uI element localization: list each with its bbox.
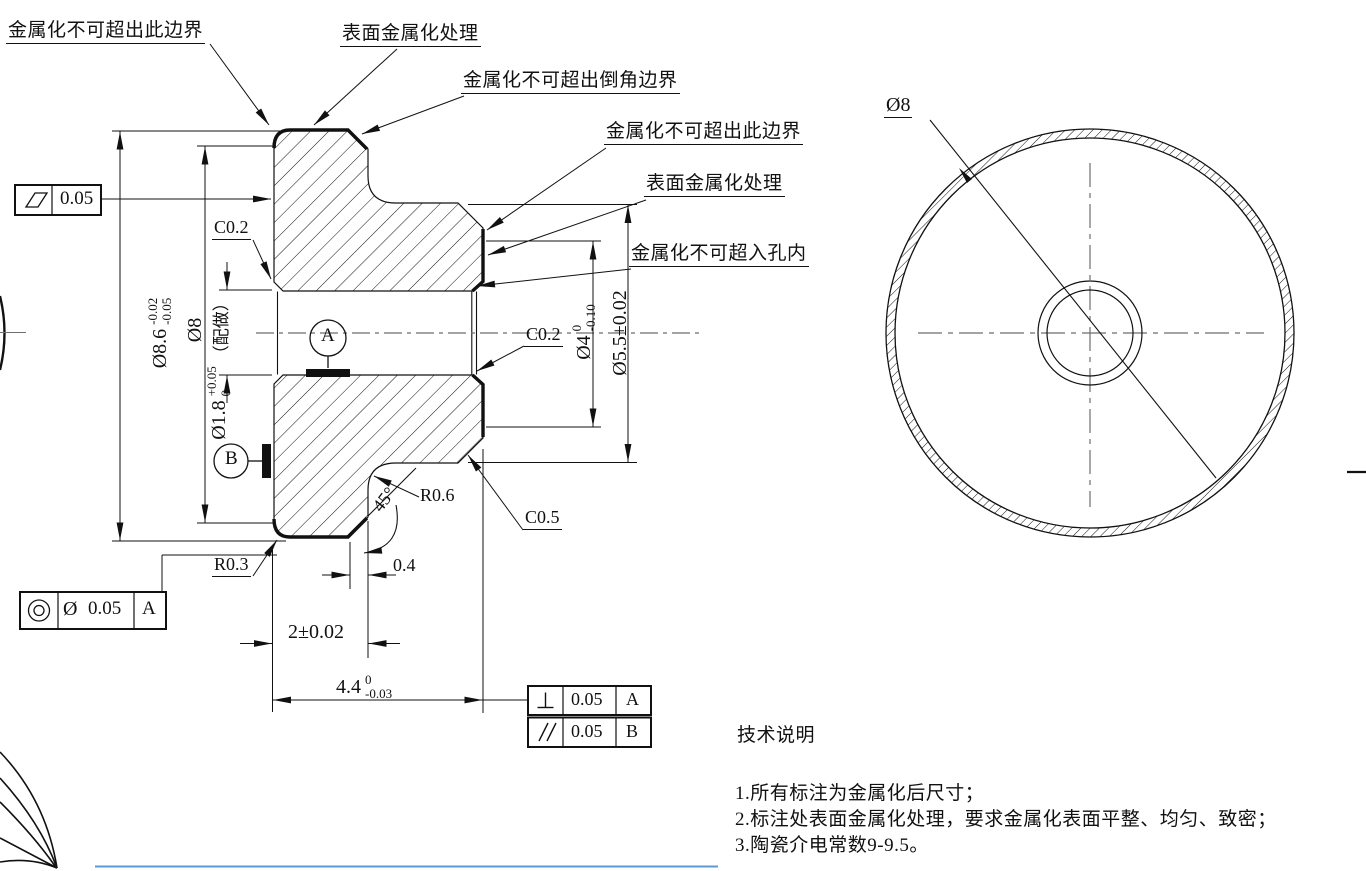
concentricity-icon: [27, 599, 51, 622]
gdt-parallelism-value: 0.05: [571, 721, 603, 741]
dim-total-length: 4.4 0 -0.03: [336, 672, 393, 702]
gdt-concentricity-value: 0.05: [88, 598, 122, 619]
dim-counterbore: Ø4 0 -0.10: [568, 304, 598, 360]
annotation-no-enter-hole: 金属化不可超入孔内: [629, 243, 809, 267]
flatness-icon: [24, 192, 49, 208]
annotation-no-exceed-chamfer: 金属化不可超出倒角边界: [461, 70, 680, 94]
datum-a-label: A: [321, 325, 335, 346]
gdt-concentricity-dia: Ø: [63, 598, 78, 620]
front-hole-chamfer-circle: [1037, 280, 1143, 386]
dim-chamfer-c02-left: C0.2: [212, 217, 251, 240]
leader-lines: [209, 43, 647, 577]
front-od-arrow: [959, 168, 972, 183]
tech-note-2: 2.标注处表面金属化处理，要求金属化表面平整、均匀、致密；: [735, 809, 1277, 830]
dim-boss-od: Ø5.5±0.02: [608, 290, 631, 376]
annotation-no-exceed-boundary-top: 金属化不可超出此边界: [6, 20, 206, 44]
datum-b-label: B: [225, 448, 238, 469]
dim-radius-r06: R0.6: [420, 485, 455, 505]
gdt-flatness-frame: [14, 184, 271, 216]
dim-front-od: Ø8: [884, 94, 913, 118]
tech-notes-title: 技术说明: [737, 725, 816, 746]
annotation-surface-metallization-top: 表面金属化处理: [340, 23, 481, 47]
front-hole-circle: [1046, 289, 1134, 377]
front-view: [885, 119, 1295, 538]
concentricity-icon: [33, 604, 45, 617]
tech-note-1: 1.所有标注为金属化后尺寸；: [735, 783, 985, 804]
datum-b-symbol: [213, 443, 271, 479]
perpendicularity-icon: [537, 692, 554, 709]
datum-a-symbol: [306, 319, 350, 377]
dim-od-86: Ø8.6 -0.02 -0.05: [144, 297, 174, 369]
front-od-leader: [929, 119, 1217, 479]
section-view: [256, 128, 702, 554]
gdt-flatness-value: 0.05: [60, 188, 94, 209]
gdt-perpendicularity-value: 0.05: [571, 689, 603, 709]
dim-chamfer-c02-right: C0.2: [524, 324, 563, 347]
section-upper-block: [273, 129, 484, 292]
gdt-concentricity-frame: [19, 554, 277, 630]
gdt-perpendicularity-datum: A: [626, 689, 639, 709]
annotation-no-exceed-boundary-right: 金属化不可超出此边界: [604, 121, 804, 145]
gdt-concentricity-datum: A: [142, 598, 156, 619]
dim-flange-width: 2±0.02: [288, 621, 344, 643]
dim-metallization-od: Ø8: [183, 317, 206, 343]
dim-chamfer-width: 0.4: [393, 555, 416, 575]
tech-note-3: 3.陶瓷介电常数9-9.5。: [735, 835, 929, 856]
dim-chamfer-c05: C0.5: [523, 507, 562, 530]
edge-fragments: [0, 295, 1366, 869]
gdt-stacked-frames: [527, 685, 652, 748]
parallelism-icon: [538, 722, 557, 742]
section-lower-block: [273, 374, 484, 538]
gdt-parallelism-datum: B: [626, 721, 639, 741]
dim-radius-r03: R0.3: [212, 554, 251, 577]
annotation-surface-metallization-right: 表面金属化处理: [644, 173, 785, 197]
